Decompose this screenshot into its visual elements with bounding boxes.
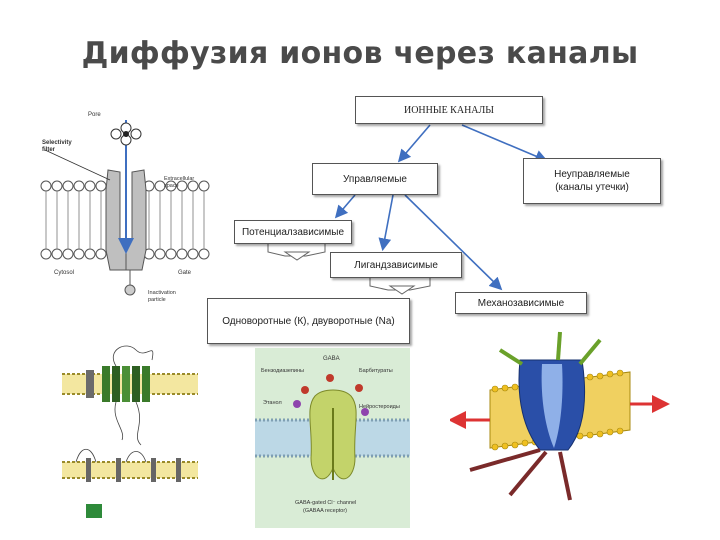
intracellular-loops <box>114 401 142 446</box>
inactivation-particle <box>124 284 136 296</box>
cytoskeleton-2 <box>508 450 548 497</box>
box-mechano-gated: Механозависимые <box>455 292 587 314</box>
label-cytosol: Cytosol <box>54 270 74 276</box>
lower-loops <box>75 448 147 463</box>
barb-ligand <box>355 384 363 392</box>
upper-membrane <box>62 366 198 402</box>
label-neurosteroids: Нейростероиды <box>359 403 400 410</box>
cytoskeleton-1 <box>469 448 541 472</box>
box-ligand-gated: Лигандзависимые <box>330 252 462 278</box>
box-uncontrolled-line2: (каналы утечки) <box>555 182 629 193</box>
box-uncontrolled-line1: Неуправляемые <box>554 169 630 180</box>
label-selectivity-1: Selectivity <box>42 140 72 146</box>
arrow-root-uncontrolled <box>461 124 548 163</box>
bzd-ligand <box>301 386 309 394</box>
neurosteroid-ligand <box>361 408 369 416</box>
label-barb: Барбитураты <box>359 368 393 374</box>
cytoskeleton-3 <box>558 451 572 501</box>
ion-cluster <box>110 122 142 146</box>
gaba-ligand <box>326 374 334 382</box>
label-inactivation-2: particle <box>148 297 166 303</box>
label-extracellular-2: space <box>164 183 179 189</box>
label-gaba: GABA <box>323 356 340 362</box>
gaba-channel-figure: GABA Бензодиазепины Барбитураты Этанол Н… <box>255 348 410 528</box>
lower-membrane <box>62 458 198 518</box>
slide-title: Диффузия ионов через каналы <box>81 36 639 71</box>
box-gate-types: Одноворотные (К), двуворотные (Na) <box>207 298 410 344</box>
label-inactivation-1: Inactivation <box>148 290 176 296</box>
bracket-voltage-tip <box>283 251 311 261</box>
box-voltage-gated: Потенциалзависимые <box>234 220 352 244</box>
label-pore: Pore <box>88 112 101 118</box>
extracellular-loops <box>113 345 154 367</box>
label-gate: Gate <box>178 270 192 276</box>
selectivity-pointer <box>44 149 111 181</box>
label-gaba-caption-1: GABA-gated Cl⁻ channel <box>295 500 356 506</box>
arrow-controlled-ligand <box>378 194 394 252</box>
box-controlled: Управляемые <box>312 163 438 195</box>
mechano-channel-figure <box>450 331 670 501</box>
box-uncontrolled: Неуправляемые (каналы утечки) <box>523 158 661 204</box>
arrow-controlled-mechano <box>404 194 503 291</box>
label-gaba-caption-2: (GABAA receptor) <box>303 508 347 514</box>
label-ethanol: Этанол <box>263 400 282 406</box>
ethanol-ligand <box>293 400 301 408</box>
voltage-channel-figure: Pore Selectivity filter Extracellular sp… <box>40 112 210 303</box>
box-ion-channels: ИОННЫЕ КАНАЛЫ <box>355 96 543 124</box>
label-extracellular-1: Extracellular <box>164 176 194 182</box>
mechano-pore <box>541 364 563 448</box>
label-selectivity-2: filter <box>42 147 56 153</box>
tether-left-top <box>498 348 524 366</box>
channel-structures-figure <box>56 330 206 530</box>
tether-center-top <box>556 331 562 361</box>
tether-right-top <box>578 338 602 366</box>
arrow-root-controlled <box>397 124 431 163</box>
arrow-controlled-voltage <box>334 194 356 219</box>
label-bzd: Бензодиазепины <box>261 368 304 374</box>
bracket-ligand-tip <box>388 285 416 295</box>
